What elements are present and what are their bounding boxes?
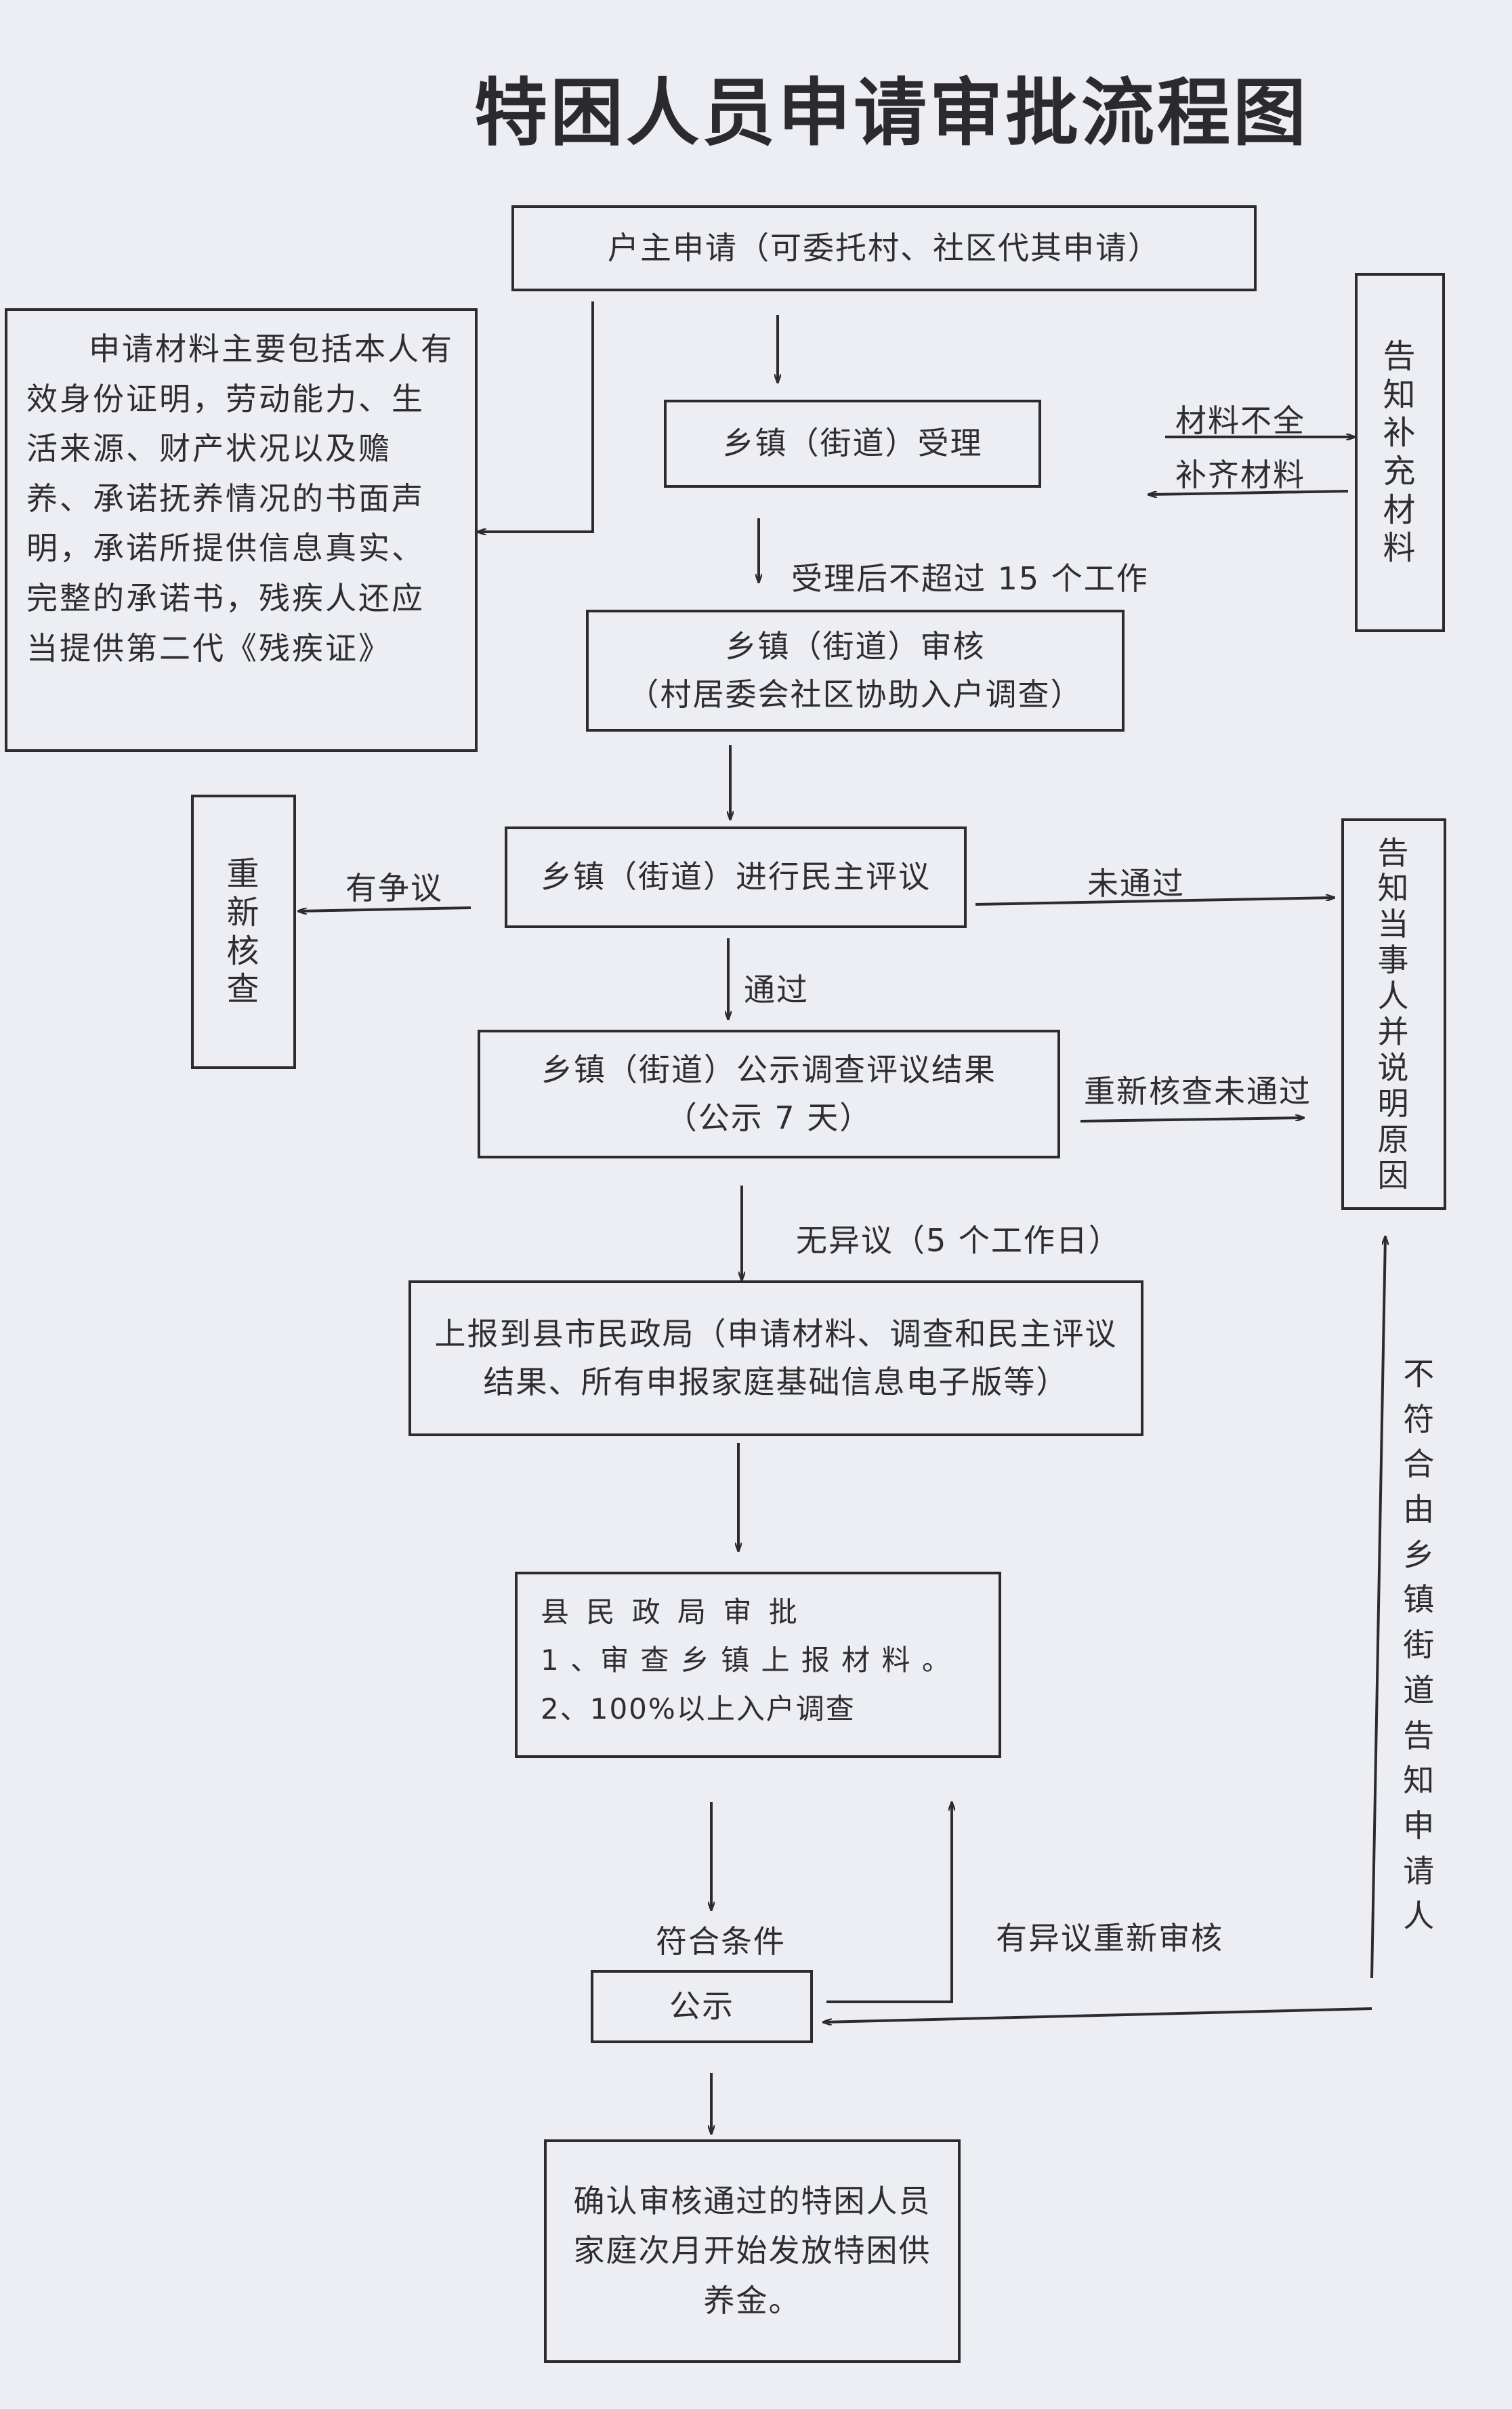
box-notify-supplement-text: 告知补充材料 (1383, 337, 1417, 568)
arrow-objection-loop (826, 1802, 952, 2003)
label-recheck-failed: 重新核查未通过 (1084, 1073, 1311, 1110)
label-failed: 未通过 (1087, 865, 1185, 902)
box-review-line1: 乡镇（街道）审核 (725, 627, 986, 665)
box-democratic: 乡镇（街道）进行民主评议 (505, 826, 967, 928)
arrow-recheck-failed (1080, 1118, 1304, 1123)
arrow-failed (975, 898, 1335, 906)
label-within15: 受理后不超过 15 个工作 (791, 560, 1149, 597)
box-confirm-text: 确认审核通过的特困人员家庭次月开始发放特困供养金。 (573, 2182, 931, 2319)
box-notify-party: 告知当事人并说明原因 (1341, 818, 1446, 1210)
box-publicize: 乡镇（街道）公示调查评议结果 （公示 7 天） (478, 1030, 1060, 1158)
arrow-not-qualified (1370, 1236, 1385, 1979)
box-recheck: 重新核查 (191, 795, 296, 1069)
arrow-disputed (298, 906, 471, 911)
box-report-line1: 上报到县市民政局（申请材料、调查和民主评议 (434, 1315, 1118, 1352)
box-materials-text: 申请材料主要包括本人有效身份证明，劳动能力、生活来源、财产状况以及赡养、承诺抚养… (26, 331, 454, 667)
box-accept: 乡镇（街道）受理 (664, 400, 1041, 488)
box-approve: 县 民 政 局 审 批 1 、审 查 乡 镇 上 报 材 料 。 2、100%以… (515, 1572, 1001, 1758)
label-qualified: 符合条件 (656, 1923, 786, 1960)
box-public-notice: 公示 (591, 1970, 813, 2043)
box-public-notice-text: 公示 (669, 1988, 734, 2025)
label-incomplete: 材料不全 (1175, 402, 1305, 439)
box-notify-supplement: 告知补充材料 (1355, 273, 1445, 632)
label-passed: 通过 (744, 971, 809, 1008)
box-accept-text: 乡镇（街道）受理 (722, 425, 983, 462)
box-report-line2: 结果、所有申报家庭基础信息电子版等） (483, 1364, 1069, 1400)
page-title: 特困人员申请审批流程图 (474, 70, 1309, 156)
box-report: 上报到县市民政局（申请材料、调查和民主评议 结果、所有申报家庭基础信息电子版等） (408, 1280, 1143, 1436)
box-apply: 户主申请（可委托村、社区代其申请） (511, 205, 1257, 291)
arrow-to-public-notice (823, 2007, 1372, 2022)
label-no-objection: 无异议（5 个工作日） (796, 1222, 1121, 1259)
box-approve-item1: 1 、审 查 乡 镇 上 报 材 料 。 (541, 1643, 952, 1677)
box-democratic-text: 乡镇（街道）进行民主评议 (541, 858, 931, 896)
label-not-qualified: 不符合由乡镇街道告知申请人 (1402, 1352, 1443, 1939)
label-supplement: 补齐材料 (1175, 457, 1305, 493)
box-review-line2: （村居委会社区协助入户调查） (627, 676, 1083, 713)
box-recheck-text: 重新核查 (226, 855, 261, 1009)
arrow-supplement (1148, 490, 1349, 495)
box-apply-text: 户主申请（可委托村、社区代其申请） (608, 229, 1160, 266)
label-disputed: 有争议 (345, 870, 443, 906)
box-notify-party-text: 告知当事人并说明原因 (1377, 834, 1410, 1194)
box-publicize-line1: 乡镇（街道）公示调查评议结果 (541, 1051, 996, 1088)
label-not-qualified-text: 不符合由乡镇街道告知申请人 (1403, 1356, 1436, 1935)
box-review: 乡镇（街道）审核 （村居委会社区协助入户调查） (586, 610, 1125, 732)
box-approve-item2: 2、100%以上入户调查 (541, 1692, 856, 1725)
box-approve-title: 县 民 政 局 审 批 (541, 1595, 801, 1629)
connector-apply-to-materials (478, 301, 594, 532)
box-materials: 申请材料主要包括本人有效身份证明，劳动能力、生活来源、财产状况以及赡养、承诺抚养… (5, 308, 478, 752)
label-objection-rereview: 有异议重新审核 (996, 1920, 1223, 1956)
box-publicize-line2: （公示 7 天） (665, 1099, 873, 1136)
box-confirm: 确认审核通过的特困人员家庭次月开始发放特困供养金。 (544, 2139, 961, 2363)
